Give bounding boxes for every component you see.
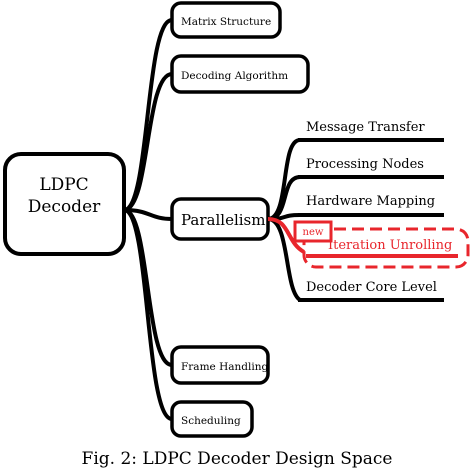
category-node-scheduling: Scheduling [170, 400, 254, 438]
figure-caption: Fig. 2: LDPC Decoder Design Space [81, 449, 393, 469]
highlight-dashed-frame [302, 227, 470, 269]
root-node: LDPC Decoder [3, 152, 126, 256]
category-node-parallelism: Parallelism [170, 197, 270, 241]
category-node-frame-handling: Frame Handling [170, 345, 270, 385]
iteration-unrolling-label: Iteration Unrolling [328, 238, 452, 253]
decoder-core-level-label: Decoder Core Level [306, 280, 437, 295]
root-connectors [123, 18, 173, 421]
frame-handling-label: Frame Handling [181, 361, 268, 373]
scheduling-label: Scheduling [181, 415, 241, 427]
hardware-mapping-label: Hardware Mapping [306, 194, 435, 209]
design-space-diagram: LDPC Decoder Matrix Structure Decoding A… [3, 1, 470, 438]
new-badge [293, 220, 333, 243]
category-node-decoding-algorithm: Decoding Algorithm [170, 54, 310, 94]
root-label-line2: Decoder [28, 197, 101, 217]
parallelism-label: Parallelism [181, 211, 265, 229]
category-node-matrix-structure: Matrix Structure [170, 1, 282, 39]
message-transfer-label: Message Transfer [306, 120, 425, 135]
processing-nodes-label: Processing Nodes [306, 157, 424, 172]
iteration-unrolling-highlight: new Iteration Unrolling [267, 217, 470, 269]
iteration-unrolling-connector [267, 217, 306, 254]
matrix-structure-label: Matrix Structure [181, 16, 271, 28]
root-label-line1: LDPC [39, 175, 88, 195]
new-badge-label: new [303, 227, 324, 238]
decoding-algorithm-label: Decoding Algorithm [181, 70, 288, 82]
parallelism-underlines [298, 138, 444, 302]
